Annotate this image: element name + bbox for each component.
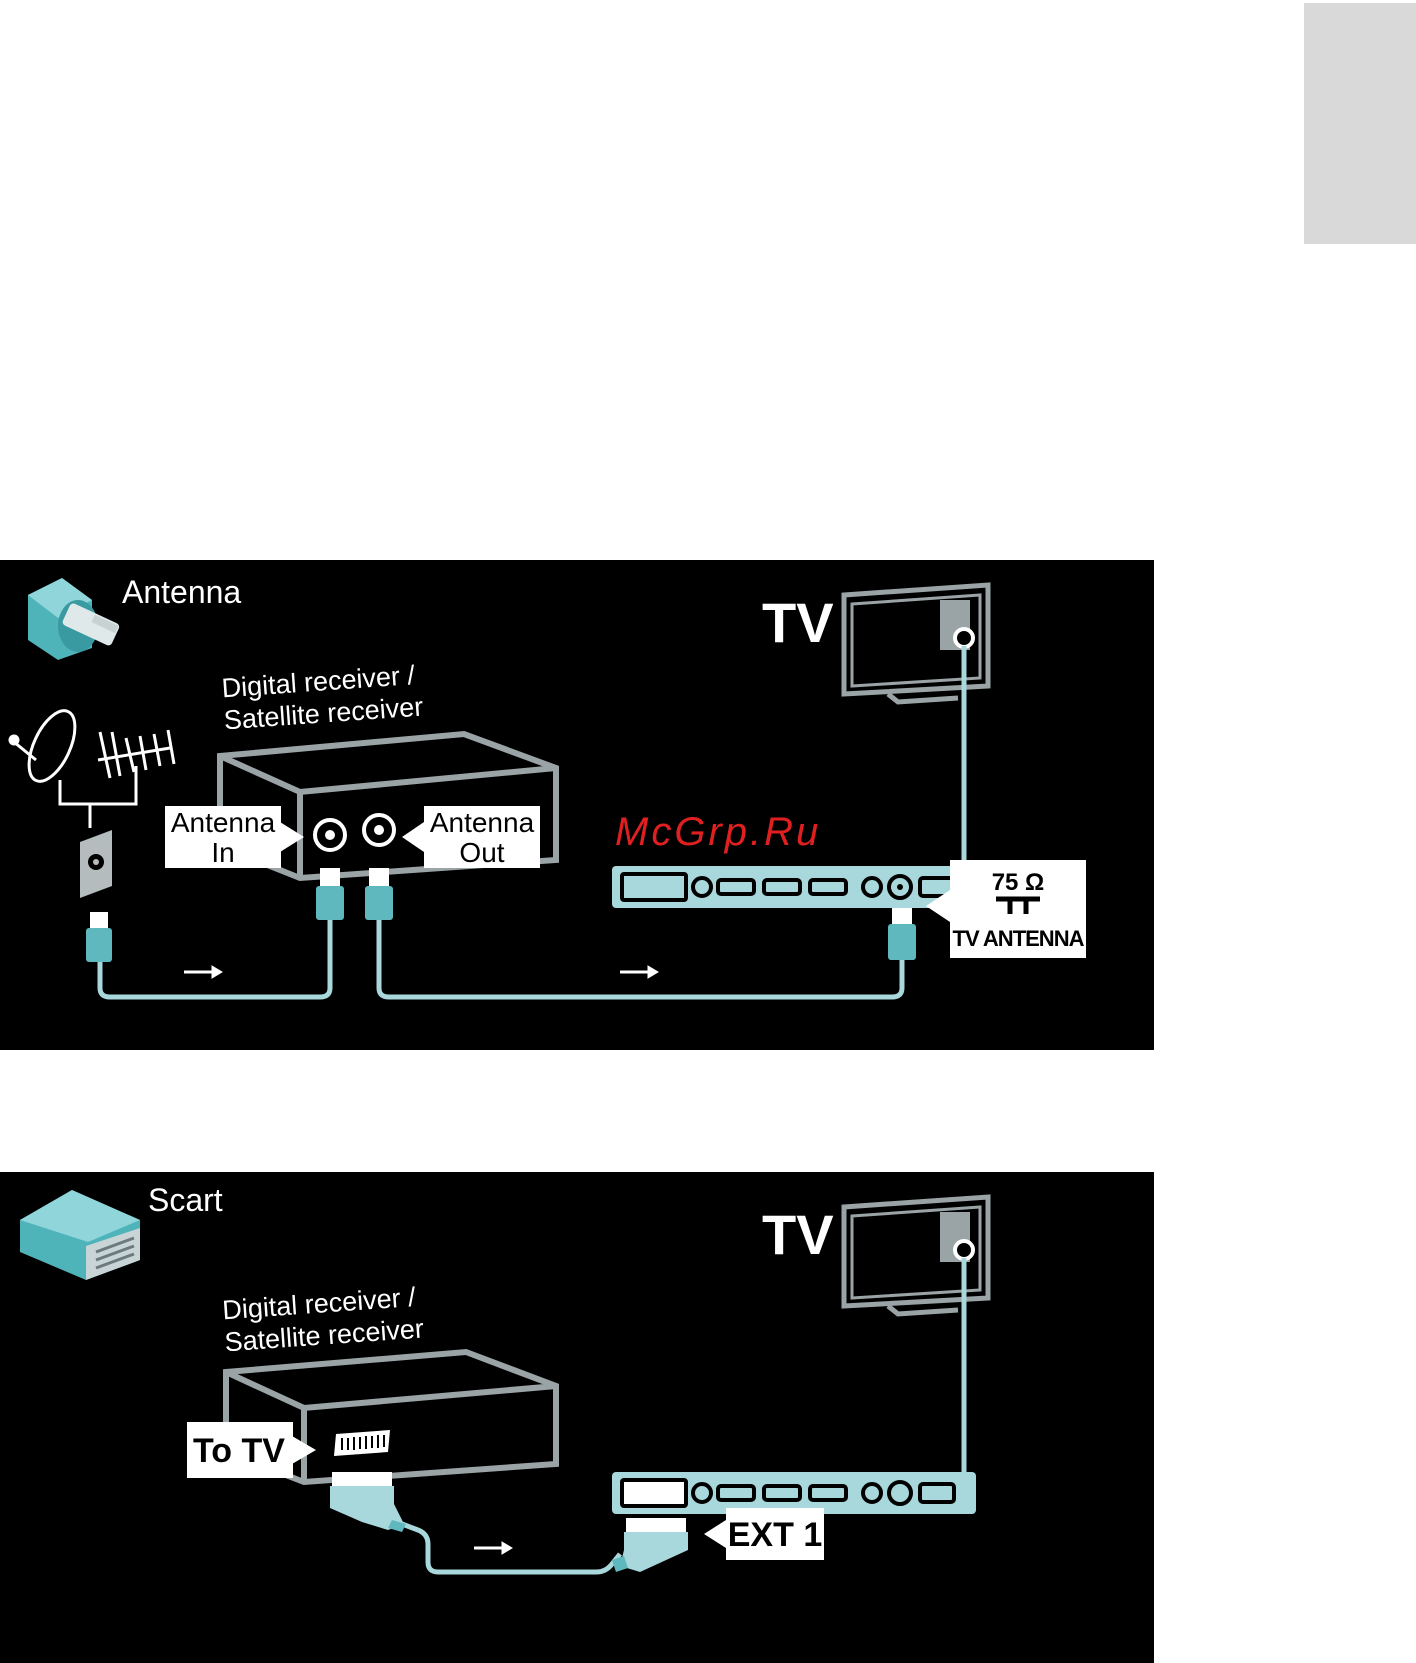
antenna-out-socket [364,815,394,845]
tv-label: TV [762,1203,834,1266]
antenna-connection-diagram: Antenna TV Digital receiver / Satellite … [0,560,1154,1050]
satellite-dish-icon [10,704,84,788]
ext1-label: EXT 1 [728,1516,822,1554]
signal-direction-arrow [474,1542,512,1554]
terrestrial-aerial-icon [60,730,174,828]
receiver-scart-socket [334,1430,390,1456]
antenna-in-socket [315,820,345,850]
panel-title: Antenna [122,574,241,610]
tv-label: TV [762,591,834,654]
tv-connector-panel [612,866,964,908]
antenna-out-label-line2: Out [459,837,504,868]
ext1-callout: EXT 1 [704,1508,824,1560]
wall-socket-icon [80,830,112,898]
scart-connection-diagram: Scart TV Digital receiver / Satellite re… [0,1172,1154,1663]
tv-connector-panel [612,1472,976,1514]
tv-antenna-port-callout: 75 Ω TV ANTENNA [926,860,1086,958]
page-side-tab [1304,3,1416,244]
antenna-out-label-line1: Antenna [430,807,535,838]
signal-direction-arrows [184,966,658,978]
coax-cables [100,910,902,997]
scart-diagram-svg: Scart TV Digital receiver / Satellite re… [0,1172,1154,1663]
antenna-in-label-line2: In [211,837,234,868]
to-tv-label: To TV [193,1432,285,1470]
watermark-text: McGrp.Ru [615,810,821,854]
antenna-plug-icon [28,578,120,660]
antenna-diagram-svg: Antenna TV Digital receiver / Satellite … [0,560,1154,1050]
antenna-in-label-line1: Antenna [171,807,276,838]
scart-plug-icon [20,1190,140,1280]
tv-port-impedance: 75 Ω [992,869,1045,896]
panel-title: Scart [148,1182,223,1218]
tv-port-label: TV ANTENNA [953,926,1085,951]
